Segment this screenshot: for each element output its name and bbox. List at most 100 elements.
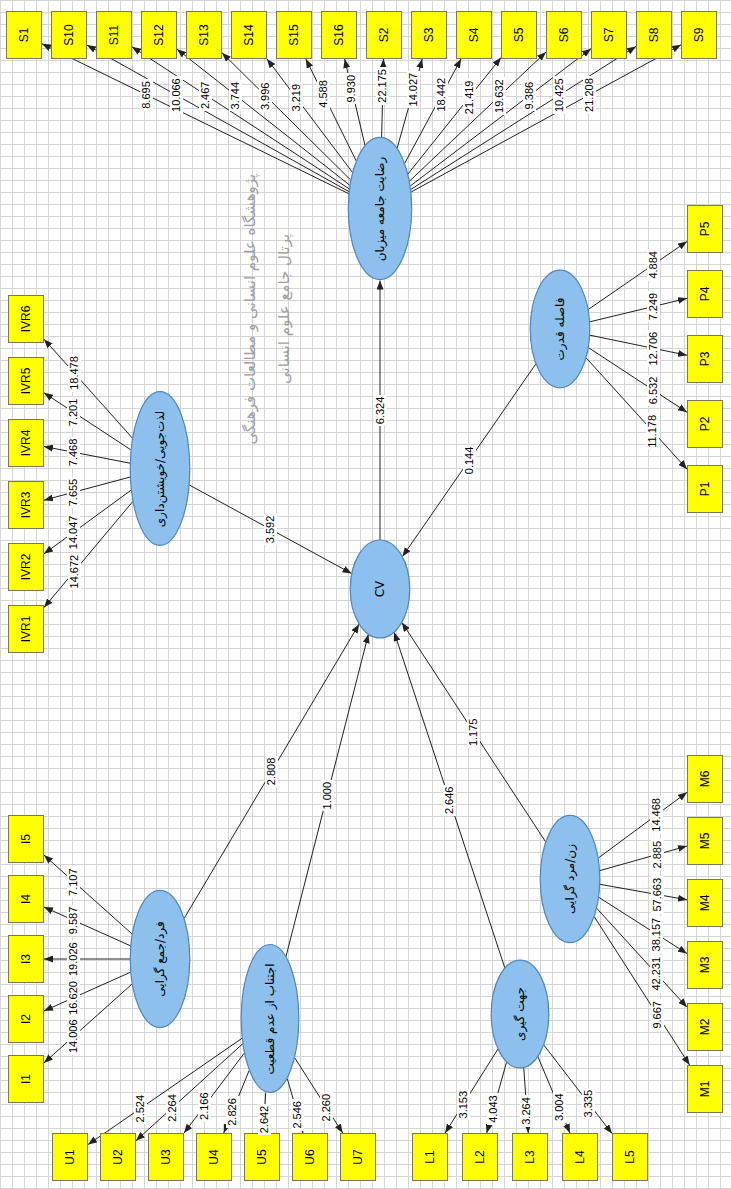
loading-arrow [44, 339, 132, 438]
t-value: 3.153 [457, 1089, 470, 1121]
indicator-name: M1 [698, 1081, 712, 1098]
t-value: 14.047 [67, 514, 80, 552]
t-value: 7.249 [647, 291, 660, 323]
t-value: 3.996 [259, 81, 272, 113]
indicator-box: L1 [412, 1133, 448, 1181]
indicator-box: P5 [687, 205, 723, 253]
indicator-box: S4 [456, 11, 492, 59]
t-value: 3.004 [553, 1091, 566, 1123]
watermark: پرتال جامع علوم انسانی [275, 234, 293, 384]
t-value: 0.144 [463, 445, 476, 477]
loading-arrow [267, 59, 352, 173]
indicator-box: P2 [687, 400, 723, 448]
path-arrow [189, 485, 351, 573]
indicator-box: S1 [6, 11, 42, 59]
indicator-box: U7 [340, 1133, 376, 1181]
indicator-box: S12 [141, 11, 177, 59]
t-value: 14.468 [650, 796, 663, 834]
indicator-box: S11 [96, 11, 132, 59]
loading-arrow [222, 53, 351, 180]
indicator-name: S2 [377, 28, 391, 43]
t-value: 14.006 [67, 1017, 80, 1055]
indicator-box: S3 [411, 11, 447, 59]
indicator-name: S4 [467, 28, 481, 43]
indicator-box: L3 [512, 1133, 548, 1181]
indicator-box: IVR1 [8, 605, 44, 653]
indicator-name: L1 [423, 1150, 437, 1163]
indicator-box: M2 [687, 1003, 723, 1051]
indicator-box: I4 [8, 875, 44, 923]
construct-name: جهت گیری [513, 987, 527, 1041]
loading-arrow [411, 46, 636, 189]
indicator-name: P2 [698, 417, 712, 432]
construct-name: فرد/جمع گرایی [153, 921, 167, 996]
indicator-box: IVR2 [8, 543, 44, 591]
indicator-name: L5 [623, 1150, 637, 1163]
loading-arrow [44, 907, 131, 946]
indicator-box: IVR5 [8, 357, 44, 405]
indicator-name: U6 [303, 1149, 317, 1164]
indicator-box: L4 [562, 1133, 598, 1181]
t-value: 18.478 [68, 354, 81, 392]
t-value: 6.532 [647, 375, 660, 407]
indicator-box: P3 [687, 335, 723, 383]
indicator-box: S16 [321, 11, 357, 59]
indicator-name: S11 [107, 25, 121, 45]
loading-arrow [538, 1057, 570, 1133]
t-value: 38.157 [650, 916, 663, 954]
indicator-box: M1 [687, 1065, 723, 1113]
indicator-name: L2 [473, 1150, 487, 1163]
loading-arrow [586, 358, 687, 469]
loading-arrow [397, 59, 422, 148]
indicator-name: P5 [698, 222, 712, 237]
t-value: 9.587 [67, 905, 80, 937]
indicator-box: U2 [100, 1133, 136, 1181]
indicator-name: S7 [602, 28, 616, 43]
indicator-box: I5 [8, 815, 44, 863]
t-value: 3.264 [520, 1095, 533, 1127]
indicator-name: U2 [111, 1149, 125, 1164]
indicator-name: S5 [512, 28, 526, 43]
t-value: 19.632 [493, 77, 506, 115]
t-value: 2.808 [265, 756, 278, 788]
indicator-name: U4 [207, 1149, 221, 1164]
loading-arrow [597, 908, 687, 1007]
indicator-box: S8 [636, 11, 672, 59]
loading-arrow [224, 1071, 249, 1133]
loading-arrow [544, 1045, 612, 1134]
t-value: 16.620 [67, 979, 80, 1017]
t-value: 21.208 [583, 76, 596, 114]
loading-arrow [44, 959, 130, 960]
construct-name: فاصله قدرت [553, 298, 567, 361]
path-arrow [184, 624, 359, 918]
loading-arrow [405, 59, 461, 163]
indicator-box: P4 [687, 270, 723, 318]
t-value: 10.066 [170, 76, 183, 114]
indicator-name: I4 [19, 894, 33, 904]
t-value: 3.744 [229, 80, 242, 112]
indicator-name: U7 [351, 1149, 365, 1164]
indicator-name: IVR6 [19, 306, 33, 333]
indicator-box: S2 [366, 11, 402, 59]
loading-arrow [599, 897, 687, 953]
t-value: 57.663 [651, 876, 664, 914]
indicator-box: S9 [681, 11, 717, 59]
indicator-name: S16 [332, 24, 346, 45]
construct-name: زن/مرد گرایی [563, 844, 577, 914]
indicator-name: P3 [698, 352, 712, 367]
indicator-box: IVR3 [8, 481, 44, 529]
t-value: 12.706 [647, 330, 660, 368]
loading-arrow [600, 846, 687, 871]
indicator-name: IVR3 [19, 492, 33, 519]
indicator-name: P1 [698, 482, 712, 497]
t-value: 2.524 [134, 1093, 147, 1125]
loading-arrow [44, 972, 131, 1011]
indicator-name: IVR5 [19, 368, 33, 395]
t-value: 2.885 [651, 839, 664, 871]
indicator-box: U4 [196, 1133, 232, 1181]
indicator-box: L5 [612, 1133, 648, 1181]
loading-arrow [44, 502, 133, 608]
indicator-box: M5 [687, 817, 723, 865]
latent-ellipse: CV [349, 539, 411, 639]
